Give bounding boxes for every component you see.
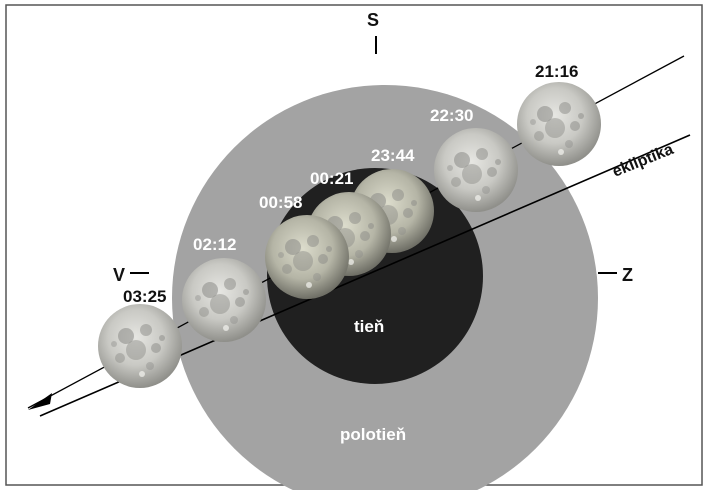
time-label-0325: 03:25 xyxy=(123,287,166,306)
umbra-label: tieň xyxy=(354,317,384,336)
time-label-2344: 23:44 xyxy=(371,146,415,165)
ecliptic-label: ekliptika xyxy=(610,141,676,181)
west-label: Z xyxy=(622,265,633,285)
moon-0058 xyxy=(265,215,349,299)
time-label-0021: 00:21 xyxy=(310,169,353,188)
east-label: V xyxy=(113,265,125,285)
time-label-0212: 02:12 xyxy=(193,235,236,254)
time-label-0058: 00:58 xyxy=(259,193,302,212)
moon-0325 xyxy=(98,304,182,388)
ecliptic-arrowhead xyxy=(28,393,52,410)
time-label-2116: 21:16 xyxy=(535,62,578,81)
moon-2230 xyxy=(434,128,518,212)
time-label-2230: 22:30 xyxy=(430,106,473,125)
penumbra-label: polotieň xyxy=(340,425,406,444)
moon-2116 xyxy=(517,82,601,166)
north-label: S xyxy=(367,10,379,30)
moon-0212 xyxy=(182,258,266,342)
